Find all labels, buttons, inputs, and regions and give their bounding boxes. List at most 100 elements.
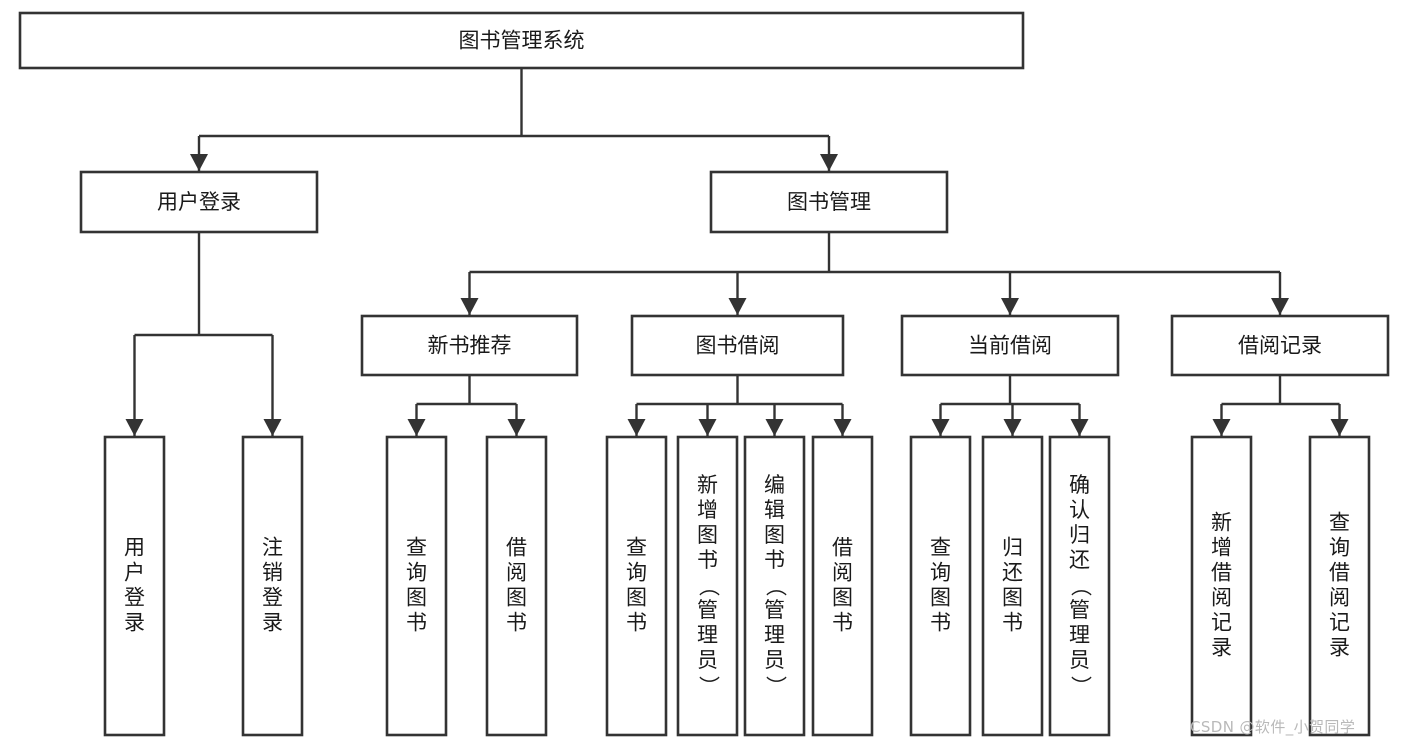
node-label: 图书管理系统 xyxy=(459,29,585,53)
node-box xyxy=(909,435,972,737)
node-label-char: 理 xyxy=(697,623,718,647)
node-box xyxy=(485,435,548,737)
node-box xyxy=(900,314,1120,377)
node-root-0[interactable]: 图书管理系统 xyxy=(18,11,1025,70)
node-box xyxy=(1170,314,1390,377)
arrow-head-icon xyxy=(765,419,784,436)
node-box xyxy=(630,314,845,377)
node-label-char: 录 xyxy=(124,611,145,635)
node-level3-3[interactable]: 借阅记录 xyxy=(1170,314,1390,377)
arrow-head-icon xyxy=(931,419,950,436)
arrow-head-icon xyxy=(1330,419,1349,436)
node-label-char: （ xyxy=(764,576,788,597)
arrow-head-icon xyxy=(263,419,282,436)
node-label-char: 书 xyxy=(832,611,853,635)
node-box xyxy=(676,435,739,737)
arrow-head-icon xyxy=(627,419,646,436)
node-level2-1[interactable]: 图书管理 xyxy=(709,170,949,234)
arrow-head-icon xyxy=(1271,298,1289,315)
node-label-char: 录 xyxy=(262,611,283,635)
node-label-char: 记 xyxy=(1211,611,1232,635)
node-level3-0[interactable]: 新书推荐 xyxy=(360,314,579,377)
node-label-char: 书 xyxy=(1002,611,1023,635)
node-label-char: 询 xyxy=(930,561,951,585)
node-label-char: 录 xyxy=(1211,636,1232,660)
node-label-char: 查 xyxy=(930,536,951,560)
node-label-char: 书 xyxy=(506,611,527,635)
node-label-char: 员 xyxy=(764,648,785,672)
node-label-char: 阅 xyxy=(506,561,527,585)
node-box xyxy=(981,435,1044,737)
node-label-char: 借 xyxy=(506,536,527,560)
node-box xyxy=(1048,435,1111,737)
node-box xyxy=(18,11,1025,70)
arrow-head-icon xyxy=(1212,419,1231,436)
node-box xyxy=(360,314,579,377)
node-label: 用户登录 xyxy=(157,190,241,214)
node-label-char: 查 xyxy=(1329,511,1350,535)
node-box xyxy=(811,435,874,737)
arrow-head-icon xyxy=(407,419,426,436)
node-label-char: 阅 xyxy=(1329,586,1350,610)
node-label: 借阅记录 xyxy=(1238,334,1322,358)
node-label-char: 书 xyxy=(764,548,785,572)
node-label-char: 图 xyxy=(626,586,647,610)
node-label-char: 图 xyxy=(697,523,718,547)
node-label-char: 编 xyxy=(764,473,785,497)
node-label-char: 阅 xyxy=(832,561,853,585)
node-box xyxy=(605,435,668,737)
node-leaf-0[interactable]: 用户登录 xyxy=(103,435,166,737)
node-label-char: 辑 xyxy=(764,498,785,522)
arrow-head-icon xyxy=(1001,298,1019,315)
arrow-head-icon xyxy=(820,154,838,171)
node-label-char: 询 xyxy=(1329,536,1350,560)
node-level3-1[interactable]: 图书借阅 xyxy=(630,314,845,377)
node-label-char: 借 xyxy=(832,536,853,560)
node-level2-0[interactable]: 用户登录 xyxy=(79,170,319,234)
node-label-char: 理 xyxy=(764,623,785,647)
node-label-char: 询 xyxy=(626,561,647,585)
node-box xyxy=(1308,435,1371,737)
arrow-head-icon xyxy=(125,419,144,436)
arrow-head-icon xyxy=(507,419,526,436)
arrow-head-icon xyxy=(460,298,479,315)
node-label-char: 图 xyxy=(764,523,785,547)
node-label-char: （ xyxy=(697,576,721,597)
node-box xyxy=(241,435,304,737)
node-label-char: 书 xyxy=(626,611,647,635)
node-label-char: 图 xyxy=(406,586,427,610)
node-label-char: 销 xyxy=(262,561,283,585)
arrow-head-icon xyxy=(1070,419,1089,436)
node-label-char: 归 xyxy=(1069,523,1090,547)
node-label-char: 登 xyxy=(262,586,283,610)
node-label-char: 归 xyxy=(1002,536,1023,560)
node-label: 新书推荐 xyxy=(428,334,512,358)
node-box xyxy=(709,170,949,234)
watermark-text: CSDN @软件_小贺同学 xyxy=(1190,718,1356,736)
node-label-char: 登 xyxy=(124,586,145,610)
node-level3-2[interactable]: 当前借阅 xyxy=(900,314,1120,377)
node-label-char: 查 xyxy=(626,536,647,560)
node-label-char: ） xyxy=(697,676,721,697)
node-label-char: 新 xyxy=(1211,511,1232,535)
node-label-char: 理 xyxy=(1069,623,1090,647)
node-label-char: 注 xyxy=(262,536,283,560)
node-label-char: 书 xyxy=(930,611,951,635)
node-label-char: ） xyxy=(764,676,788,697)
node-label: 图书管理 xyxy=(787,190,871,214)
node-label-char: 用 xyxy=(124,536,145,560)
